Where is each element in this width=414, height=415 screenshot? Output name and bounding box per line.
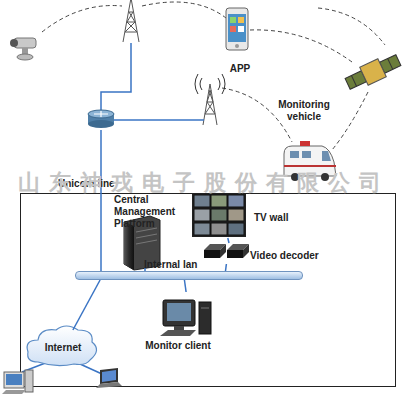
cloud-shape [27, 326, 96, 366]
network-link [73, 280, 100, 330]
lan-bus: Internal lan [75, 271, 303, 280]
unicom-trunk [22, 43, 204, 374]
desktop-icon [2, 370, 33, 394]
tv-wall-node: TV wall [190, 192, 295, 238]
node-label: Internal lan [144, 259, 197, 271]
cell-tower [195, 74, 225, 125]
network-link [184, 280, 186, 292]
node-label: TV wall [254, 212, 295, 224]
wireless-links [42, 2, 385, 150]
app-device: APP [218, 5, 262, 75]
node-label: Monitor client [133, 340, 223, 352]
tv-wall-icon [192, 193, 246, 237]
satellite-icon [343, 51, 402, 93]
internet-cloud: Internet [30, 330, 96, 366]
node-label: Monitoring vehicle [268, 99, 340, 123]
cell-tower [123, 0, 139, 42]
ptz-camera [10, 38, 36, 60]
network-link [225, 264, 227, 271]
node-label: Internet [30, 342, 96, 354]
watermark: 山东神戎电子股份有限公司 [18, 168, 390, 198]
decoder-icon [204, 244, 249, 258]
decoder-node: Video decoder [203, 243, 333, 264]
node-label: Video decoder [250, 250, 333, 262]
node-label: Central Management Platform [114, 194, 187, 230]
client-node: Monitor client [133, 292, 223, 352]
node-label: APP [218, 63, 262, 75]
lan-frame [21, 194, 396, 387]
phone-icon [226, 8, 248, 50]
server-node: Central Management Platform [112, 194, 187, 268]
router-icon [88, 110, 114, 128]
network-link [228, 238, 229, 243]
workstation-icon [160, 300, 211, 336]
laptop-icon [96, 368, 122, 388]
